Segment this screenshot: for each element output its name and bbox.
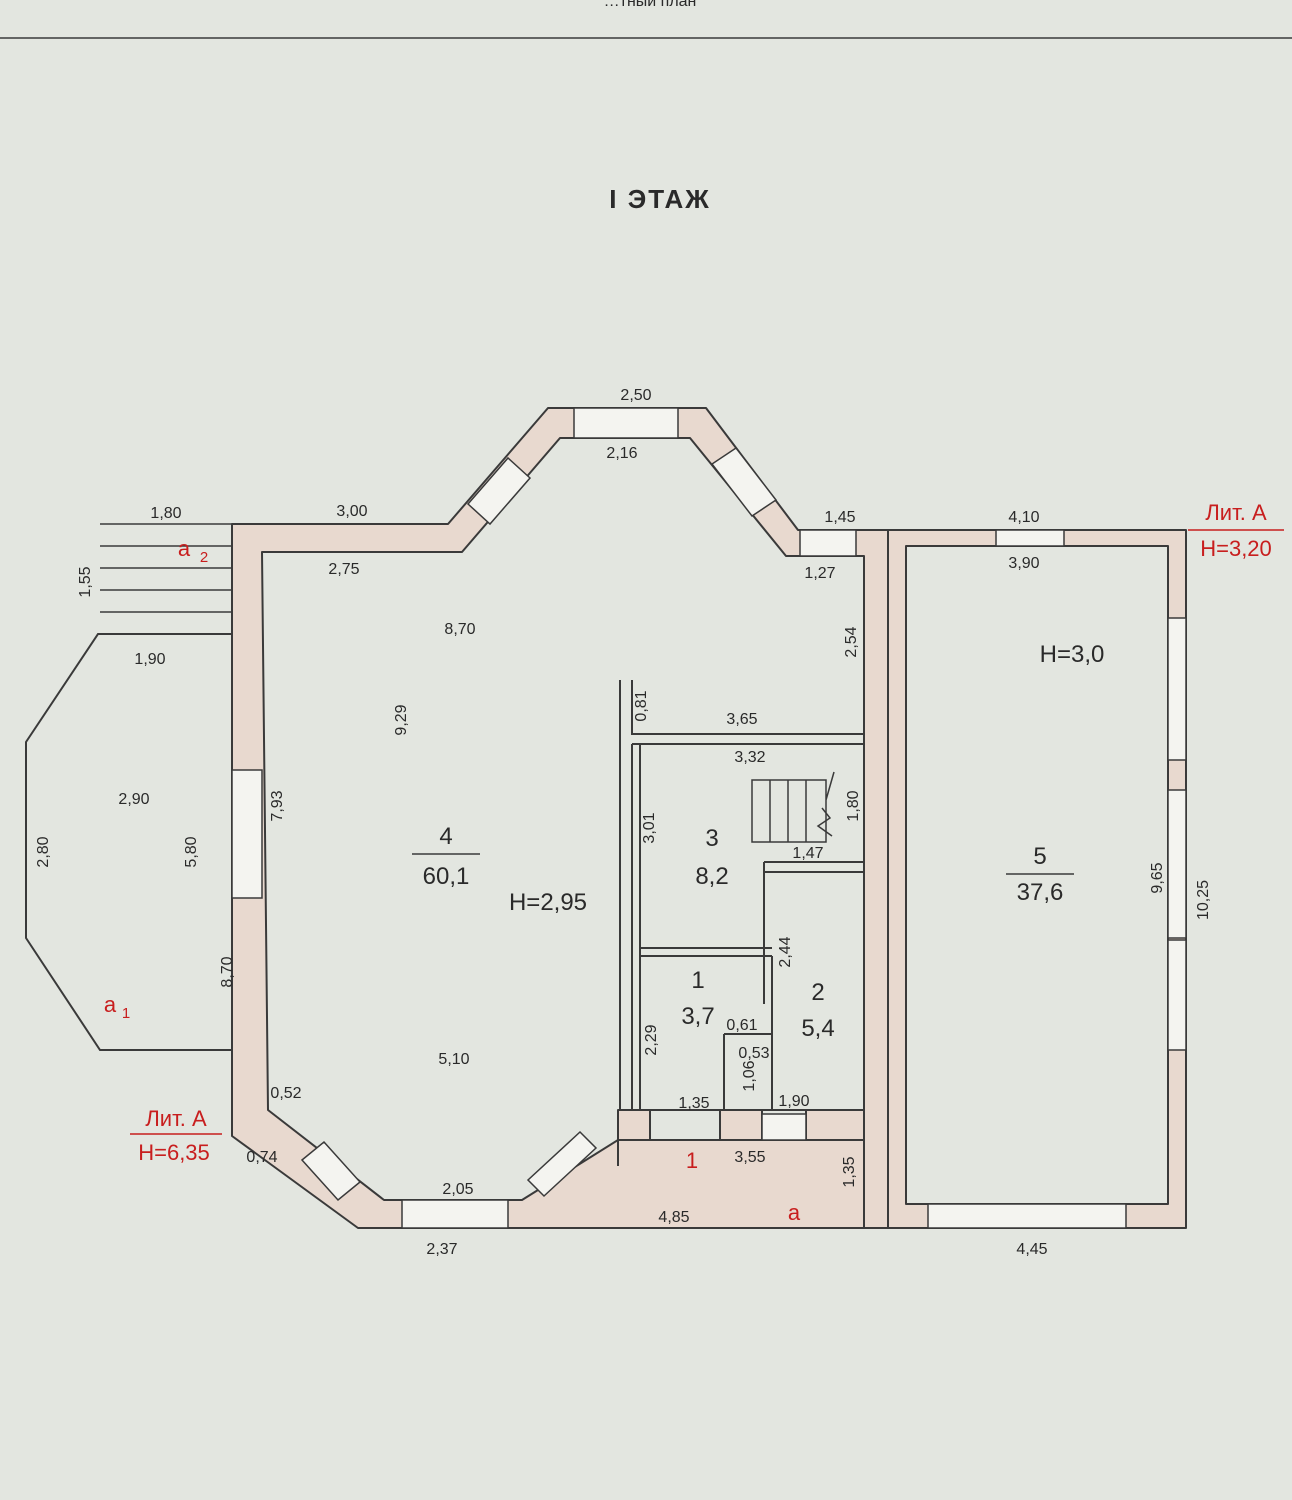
dim-290: 2,90 bbox=[118, 791, 149, 808]
partition-room1 bbox=[640, 947, 773, 1110]
dim-929: 9,29 bbox=[393, 704, 410, 735]
window-bottom bbox=[401, 1199, 509, 1229]
annex-a: a bbox=[788, 1200, 801, 1225]
red-annotations: Лит. А H=6,35 Лит. А H=3,20 a 2 a 1 a 1 bbox=[104, 500, 1284, 1225]
dim-301: 3,01 bbox=[641, 812, 658, 843]
room-2-area: 5,4 bbox=[801, 1015, 834, 1042]
door-number: 1 bbox=[686, 1148, 698, 1173]
window-garage-right-1 bbox=[1167, 617, 1187, 761]
annex-a2-sub: 2 bbox=[200, 549, 208, 566]
dim-965: 9,65 bbox=[1149, 862, 1166, 893]
stair bbox=[751, 771, 835, 843]
dim-300: 3,00 bbox=[336, 503, 367, 520]
dim-244: 2,44 bbox=[777, 936, 794, 967]
dim-147: 1,47 bbox=[792, 845, 823, 862]
dim-074: 0,74 bbox=[246, 1149, 277, 1166]
dim-155: 1,55 bbox=[77, 566, 94, 597]
annex-a2: a bbox=[178, 536, 191, 561]
lit-label-left: Лит. А bbox=[145, 1106, 207, 1131]
dim-237: 2,37 bbox=[426, 1241, 457, 1258]
window-garage-bottom bbox=[927, 1203, 1127, 1229]
partition-room3 bbox=[763, 861, 864, 1004]
dim-332: 3,32 bbox=[734, 749, 765, 766]
dim-052: 0,52 bbox=[270, 1085, 301, 1102]
room-1-area: 3,7 bbox=[681, 1003, 714, 1030]
porch-steps bbox=[100, 523, 232, 635]
dim-229: 2,29 bbox=[643, 1024, 660, 1055]
dim-180: 1,80 bbox=[150, 505, 181, 522]
room-3-number: 3 bbox=[705, 825, 718, 852]
dim-106: 1,06 bbox=[741, 1060, 758, 1091]
dim-216: 2,16 bbox=[606, 445, 637, 462]
lit-label-right: Лит. А bbox=[1205, 500, 1267, 525]
annex-a1-sub: 1 bbox=[122, 1005, 130, 1022]
annex-a1: a bbox=[104, 992, 117, 1017]
room-4-area: 60,1 bbox=[423, 863, 470, 890]
dim-510: 5,10 bbox=[438, 1051, 469, 1068]
dim-1025: 10,25 bbox=[1195, 880, 1212, 920]
dim-870-left: 8,70 bbox=[219, 956, 236, 987]
window-top-right bbox=[799, 529, 857, 557]
height-main: H=2,95 bbox=[509, 889, 587, 916]
window-garage-top bbox=[995, 529, 1065, 547]
height-garage: H=3,0 bbox=[1040, 641, 1105, 668]
window-top bbox=[573, 407, 679, 439]
zigzag-mark bbox=[816, 807, 833, 837]
dim-180-stair: 1,80 bbox=[845, 790, 862, 821]
window-left bbox=[231, 769, 263, 899]
dim-081: 0,81 bbox=[633, 690, 650, 721]
floor-title: I ЭТАЖ bbox=[609, 184, 710, 214]
dim-870-top: 8,70 bbox=[444, 621, 475, 638]
dim-061: 0,61 bbox=[726, 1017, 757, 1034]
room-labels: 4 60,1 3 8,2 1 3,7 2 5,4 5 37,6 H=2,95 H… bbox=[412, 641, 1104, 1042]
window-diag-upper-left bbox=[466, 456, 532, 526]
dim-250: 2,50 bbox=[620, 387, 651, 404]
room-2-number: 2 bbox=[811, 979, 824, 1006]
lit-height-right: H=3,20 bbox=[1200, 536, 1272, 561]
window-diag-lower-left bbox=[300, 1140, 362, 1202]
dim-127: 1,27 bbox=[804, 565, 835, 582]
dim-053: 0,53 bbox=[738, 1045, 769, 1062]
dim-365: 3,65 bbox=[726, 711, 757, 728]
dim-135: 1,35 bbox=[678, 1095, 709, 1112]
dim-485: 4,85 bbox=[658, 1209, 689, 1226]
dim-275: 2,75 bbox=[328, 561, 359, 578]
clipped-header: …тный план bbox=[604, 0, 697, 10]
window-diag-lower-right bbox=[526, 1130, 598, 1198]
room-3-area: 8,2 bbox=[695, 863, 728, 890]
room-1-number: 1 bbox=[691, 967, 704, 994]
lit-height-left: H=6,35 bbox=[138, 1140, 210, 1165]
dim-190: 1,90 bbox=[134, 651, 165, 668]
garage-wall bbox=[887, 529, 1187, 1229]
dim-390: 3,90 bbox=[1008, 555, 1039, 572]
room-4-number: 4 bbox=[439, 823, 452, 850]
dim-355: 3,55 bbox=[734, 1149, 765, 1166]
dim-205: 2,05 bbox=[442, 1181, 473, 1198]
dim-793: 7,93 bbox=[269, 790, 286, 821]
window-diag-upper-right bbox=[710, 446, 778, 518]
dim-135-v: 1,35 bbox=[841, 1156, 858, 1187]
dim-254: 2,54 bbox=[843, 626, 860, 657]
dim-445: 4,45 bbox=[1016, 1241, 1047, 1258]
veranda bbox=[25, 633, 232, 1051]
dimension-labels: 2,50 2,16 3,00 1,80 1,55 1,90 2,75 8,70 … bbox=[35, 387, 1212, 1258]
window-garage-right-3 bbox=[1167, 939, 1187, 1051]
dim-280: 2,80 bbox=[35, 836, 52, 867]
room-5-number: 5 bbox=[1033, 843, 1046, 870]
door-frame-b bbox=[761, 1113, 807, 1141]
dim-190-b: 1,90 bbox=[778, 1093, 809, 1110]
dim-145: 1,45 bbox=[824, 509, 855, 526]
window-garage-right-2 bbox=[1167, 789, 1187, 939]
entry-door-walls bbox=[617, 1109, 865, 1141]
room-5-area: 37,6 bbox=[1017, 879, 1064, 906]
partition-wall-2 bbox=[631, 744, 641, 1110]
dim-580: 5,80 bbox=[183, 836, 200, 867]
dim-410: 4,10 bbox=[1008, 509, 1039, 526]
